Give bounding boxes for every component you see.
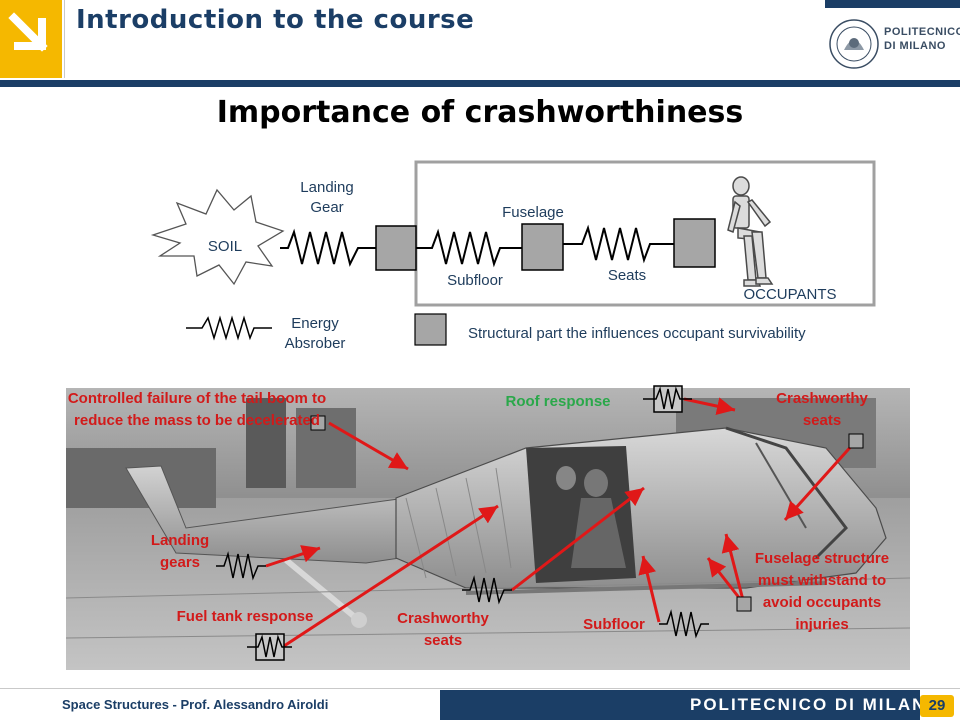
arrow-subfloor: [638, 555, 661, 623]
subfloor-spring-icon: [659, 609, 709, 639]
seat-mass: [673, 218, 716, 268]
arrow-seats-top: [783, 440, 857, 522]
footer-brand-bar: [440, 690, 920, 720]
tail-boom-label: Controlled failure of the tail boom to r…: [67, 390, 327, 429]
landing-gears-label: Landing gears: [150, 532, 210, 571]
footer-author: Space Structures - Prof. Alessandro Airo…: [62, 697, 329, 712]
slide-title: Introduction to the course: [76, 5, 475, 35]
logo-text-line1: POLITECNICO: [884, 26, 960, 38]
seats-block-icon: [848, 433, 864, 449]
fuel-tank-label: Fuel tank response: [176, 608, 314, 625]
footer-divider: [0, 688, 960, 689]
logo-block: [0, 0, 62, 78]
crash-model-diagram: [150, 160, 876, 346]
occupants-label: OCCUPANTS: [743, 286, 837, 303]
arrow-roof: [683, 397, 736, 416]
arrow-fuselage-1: [721, 533, 746, 605]
header-bar: [0, 0, 960, 80]
subfloor-spring: [416, 228, 522, 268]
slide-heading: Importance of crashworthiness: [216, 95, 744, 130]
soil-burst: [150, 188, 285, 286]
arrow-tail-boom: [328, 421, 409, 471]
occupant-dummy-icon: [727, 176, 774, 287]
university-seal-icon: [829, 19, 879, 69]
subfloor-photo-label: Subfloor: [583, 616, 645, 633]
subfloor-label: Subfloor: [447, 272, 503, 289]
legend-block-icon: [414, 313, 447, 346]
landing-gear-spring-icon: [216, 551, 266, 581]
seats-label: Seats: [607, 267, 647, 284]
landing-gear-label: Landing Gear: [300, 179, 354, 216]
header-accent-bar: [825, 0, 960, 8]
arrow-landing-gear: [265, 545, 321, 568]
legend-structural-label: Structural part the influences occupant …: [468, 325, 806, 342]
landing-gear-mass: [375, 225, 417, 271]
helicopter-photo-image: [66, 388, 910, 670]
page-number: 29: [920, 695, 954, 717]
crashworthy-seats-bottom-label: Crashworthy seats: [397, 610, 489, 649]
crash-test-photo: [66, 388, 910, 670]
fuselage-label: Fuselage: [502, 204, 564, 221]
logo-text-line2: DI MILANO: [884, 40, 946, 52]
footer-brand: POLITECNICO DI MILANO: [690, 695, 942, 714]
soil-label: SOIL: [207, 238, 243, 255]
annotation-arrows: [216, 385, 864, 661]
header-divider: [64, 0, 65, 78]
fuselage-block-icon: [736, 596, 752, 612]
tail-block-icon: [310, 415, 326, 431]
landing-gear-spring: [280, 228, 376, 267]
seat-spring: [563, 224, 674, 264]
arrow-fuselage-2: [706, 557, 746, 605]
crashworthy-seats-top-label: Crashworthy seats: [776, 390, 868, 429]
arrow-fuel-tank: [283, 504, 499, 648]
header-rule: [0, 80, 960, 87]
legend-spring-icon: [186, 315, 272, 341]
fuselage-structure-label: Fuselage structure must withstand to avo…: [754, 550, 890, 633]
fuselage-mass: [521, 223, 564, 271]
seats-spring-icon: [462, 575, 512, 605]
arrow-seats-bottom: [511, 486, 645, 592]
roof-response-label: Roof response: [505, 393, 611, 410]
arrow-down-right-icon: [8, 12, 48, 52]
legend-absorber-label: Energy Absrober: [284, 315, 346, 352]
